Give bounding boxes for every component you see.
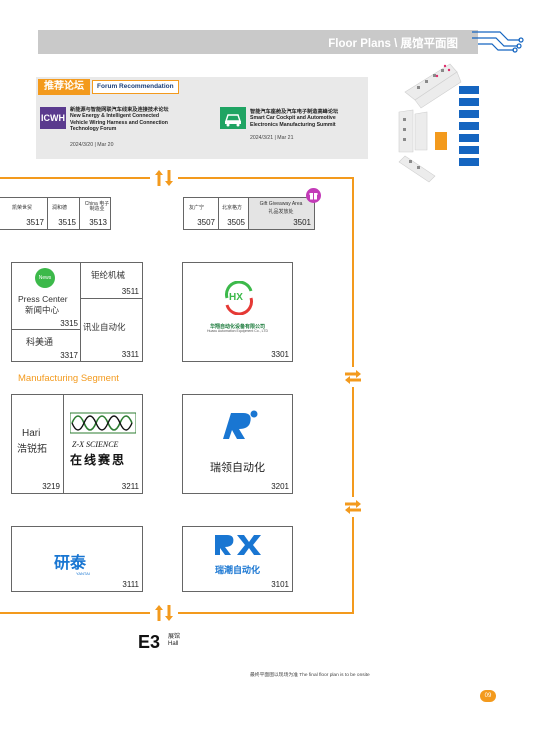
booth-3515[interactable]: 润和德 3515	[47, 197, 80, 230]
icwh-logo: ICWH	[40, 107, 66, 129]
corridor-line-top-right	[178, 177, 354, 179]
entrance-arrow-right-1-icon	[345, 370, 361, 384]
yt-logo-cn: 研泰	[54, 555, 87, 572]
rc-logo-icon	[215, 535, 261, 555]
page-title: Floor Plans \ 展馆平面图	[328, 38, 458, 50]
forum-2-date: 2024/3/21 | Mar 21	[250, 135, 294, 141]
corridor-line-right-3	[352, 517, 354, 613]
rl-logo-icon	[223, 410, 258, 439]
zx-en: Z-X SCIENCE	[72, 440, 119, 449]
booth-3511[interactable]: 钜纶机械 3511	[80, 262, 143, 299]
booth-3219[interactable]: Hari 浩锐拓 3219	[11, 394, 64, 494]
hall-location-map	[398, 63, 479, 183]
booth-3301[interactable]: HX 华翔自动化设备有限公司 Huaxu Automation Equipmen…	[182, 262, 293, 362]
corridor-line-top-left	[0, 177, 150, 179]
kmt-name: 科美通	[26, 337, 54, 347]
booth-3301-number: 3301	[271, 350, 289, 359]
forum-1-date: 2024/3/20 | Mar 20	[70, 142, 114, 148]
corridor-line-right-2	[352, 387, 354, 497]
forum-2-title: 智能汽车座舱及汽车电子制造高峰论坛 Smart Car Cockpit and …	[250, 109, 339, 128]
booth-3311[interactable]: 讯业自动化 3311	[80, 298, 143, 362]
header-bar: Floor Plans \ 展馆平面图	[38, 30, 478, 54]
booth-3507[interactable]: 友广宁 3507	[183, 197, 219, 230]
zx-wave-logo-icon	[70, 412, 136, 434]
hx-logo-icon	[225, 281, 253, 315]
forum-recommendation: 推荐论坛 Forum Recommendation ICWH 新能源与智能网联汽…	[36, 77, 368, 159]
booth-3101[interactable]: 瑞潮自动化 3101	[182, 526, 293, 592]
final-plan-note: 最终平面图以现场为准 The final floor plan is to be…	[250, 673, 370, 678]
booth-group-3315-3317: News Press Center 新闻中心 3315 科美通 3317	[11, 262, 81, 362]
booth-3111[interactable]: 研泰 YANTAI 3111	[11, 526, 143, 592]
booth-3513[interactable]: China 电子制造业 3513	[79, 197, 111, 230]
forum-tag-cn: 推荐论坛	[38, 79, 90, 95]
press-center-en: Press Center	[18, 294, 68, 304]
corridor-line-bottom-left	[0, 612, 150, 614]
booth-3517[interactable]: 凯荣世贸 3517	[0, 197, 48, 230]
booth-3505[interactable]: 北京格方 3505	[218, 197, 249, 230]
press-center-cn: 新闻中心	[25, 305, 60, 315]
booth-3211[interactable]: Z-X SCIENCE 在线赛思 3211	[63, 394, 143, 494]
entrance-arrow-top-icon	[155, 170, 173, 186]
segment-title: Manufacturing Segment	[18, 373, 119, 384]
booth-3315-number: 3315	[60, 319, 78, 328]
forum-tag-en: Forum Recommendation	[92, 80, 179, 94]
entrance-arrow-right-2-icon	[345, 500, 361, 514]
corridor-line-bottom-right	[178, 612, 354, 614]
hall-label: 展馆 Hall	[168, 634, 181, 647]
booth-3201[interactable]: 瑞领自动化 3201	[182, 394, 293, 494]
car-cockpit-icon	[220, 107, 246, 129]
gift-icon	[306, 188, 321, 203]
news-badge: News	[35, 268, 55, 288]
corridor-line-right-1	[352, 177, 354, 367]
booth-3317-number: 3317	[60, 351, 78, 360]
zx-cn: 在线赛思	[70, 453, 127, 467]
yt-logo-en: YANTAI	[76, 571, 90, 576]
booth-3501-gift-area[interactable]: Gift Giveaway Area 礼品发放处 3501	[248, 197, 315, 230]
hx-en: Huaxu Automation Equipment Co., LTD	[206, 329, 269, 333]
entrance-arrow-bottom-icon	[155, 605, 173, 621]
page-number: 09	[480, 690, 496, 702]
circuit-decoration-icon	[472, 31, 524, 53]
hx-logo-text: HX	[229, 292, 243, 303]
hall-code: E3	[138, 632, 161, 652]
hx-cn: 华翔自动化设备有限公司	[209, 324, 265, 330]
forum-1-title: 新能源与智能网联汽车线束及连接技术论坛 New Energy & Intelli…	[70, 107, 169, 133]
